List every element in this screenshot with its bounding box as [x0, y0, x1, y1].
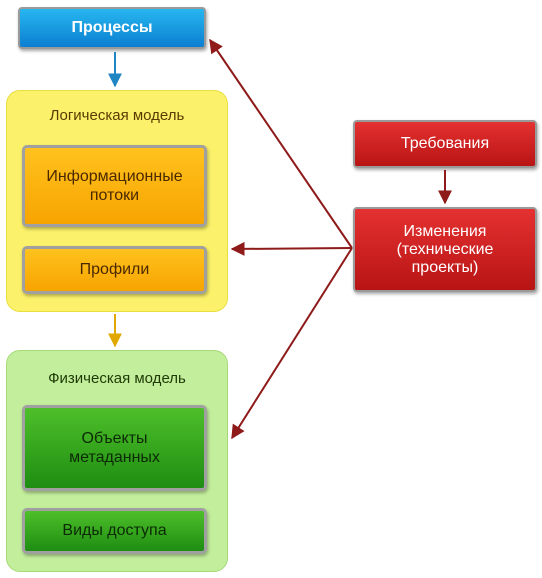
logical-model-title: Логическая модель	[49, 106, 185, 124]
metadata-objects-node: Объекты метаданных	[22, 405, 207, 491]
processes-node: Процессы	[18, 7, 206, 49]
metadata-objects-label: Объекты метаданных	[69, 430, 160, 466]
information-flows-label: Информационные потоки	[46, 168, 183, 204]
information-flows-node: Информационные потоки	[22, 145, 207, 227]
arrow-changes-to-processes	[209, 38, 353, 249]
changes-node: Изменения (технические проекты)	[353, 207, 537, 292]
requirements-label: Требования	[400, 135, 490, 152]
arrow-changes-to-physical	[231, 247, 353, 440]
profiles-label: Профили	[79, 261, 150, 278]
processes-label: Процессы	[71, 19, 153, 36]
changes-label: Изменения (технические проекты)	[396, 222, 494, 276]
access-views-label: Виды доступа	[62, 522, 167, 539]
arrow-changes-to-logical	[230, 241, 353, 256]
physical-model-title: Физическая модель	[48, 369, 186, 387]
requirements-node: Требования	[353, 120, 537, 168]
access-views-node: Виды доступа	[22, 508, 207, 554]
profiles-node: Профили	[22, 246, 207, 294]
